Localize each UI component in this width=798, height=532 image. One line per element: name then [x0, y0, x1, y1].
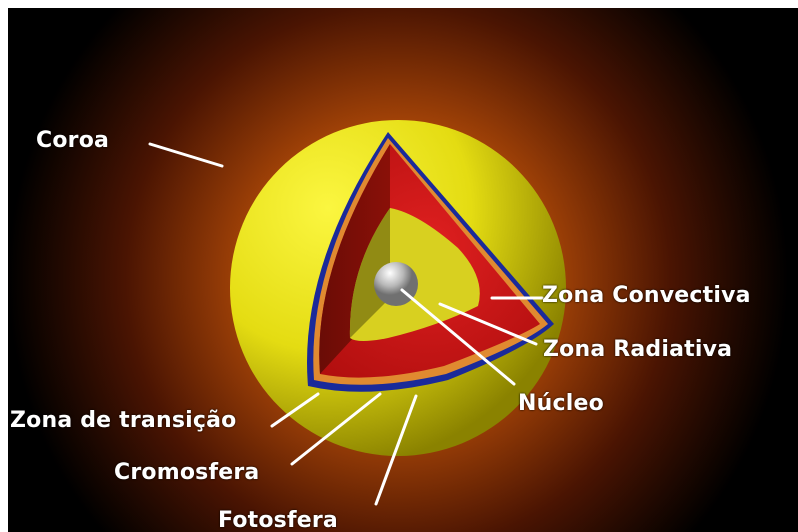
- label-zona-transicao: Zona de transição: [10, 408, 237, 433]
- label-coroa: Coroa: [36, 128, 110, 153]
- pointer-lines: [148, 142, 544, 506]
- pointer-zona-radiativa: [438, 302, 538, 346]
- label-fotosfera: Fotosfera: [218, 508, 338, 532]
- pointer-cromosfera: [290, 392, 382, 466]
- radiative-zone-wall: [349, 208, 390, 338]
- label-nucleo: Núcleo: [518, 391, 604, 416]
- label-cromosfera: Cromosfera: [114, 460, 260, 485]
- pointer-coroa: [148, 142, 224, 168]
- label-zona-radiativa: Zona Radiativa: [543, 337, 733, 362]
- pointer-nucleo: [400, 288, 516, 386]
- pointer-fotosfera: [374, 394, 418, 506]
- sun-structure-diagram: Coroa Zona Convectiva Zona Radiativa Núc…: [8, 8, 798, 532]
- sun-cutaway-graphic: [8, 8, 798, 532]
- label-zona-convectiva: Zona Convectiva: [542, 283, 751, 308]
- pointer-zona-transicao: [270, 392, 320, 428]
